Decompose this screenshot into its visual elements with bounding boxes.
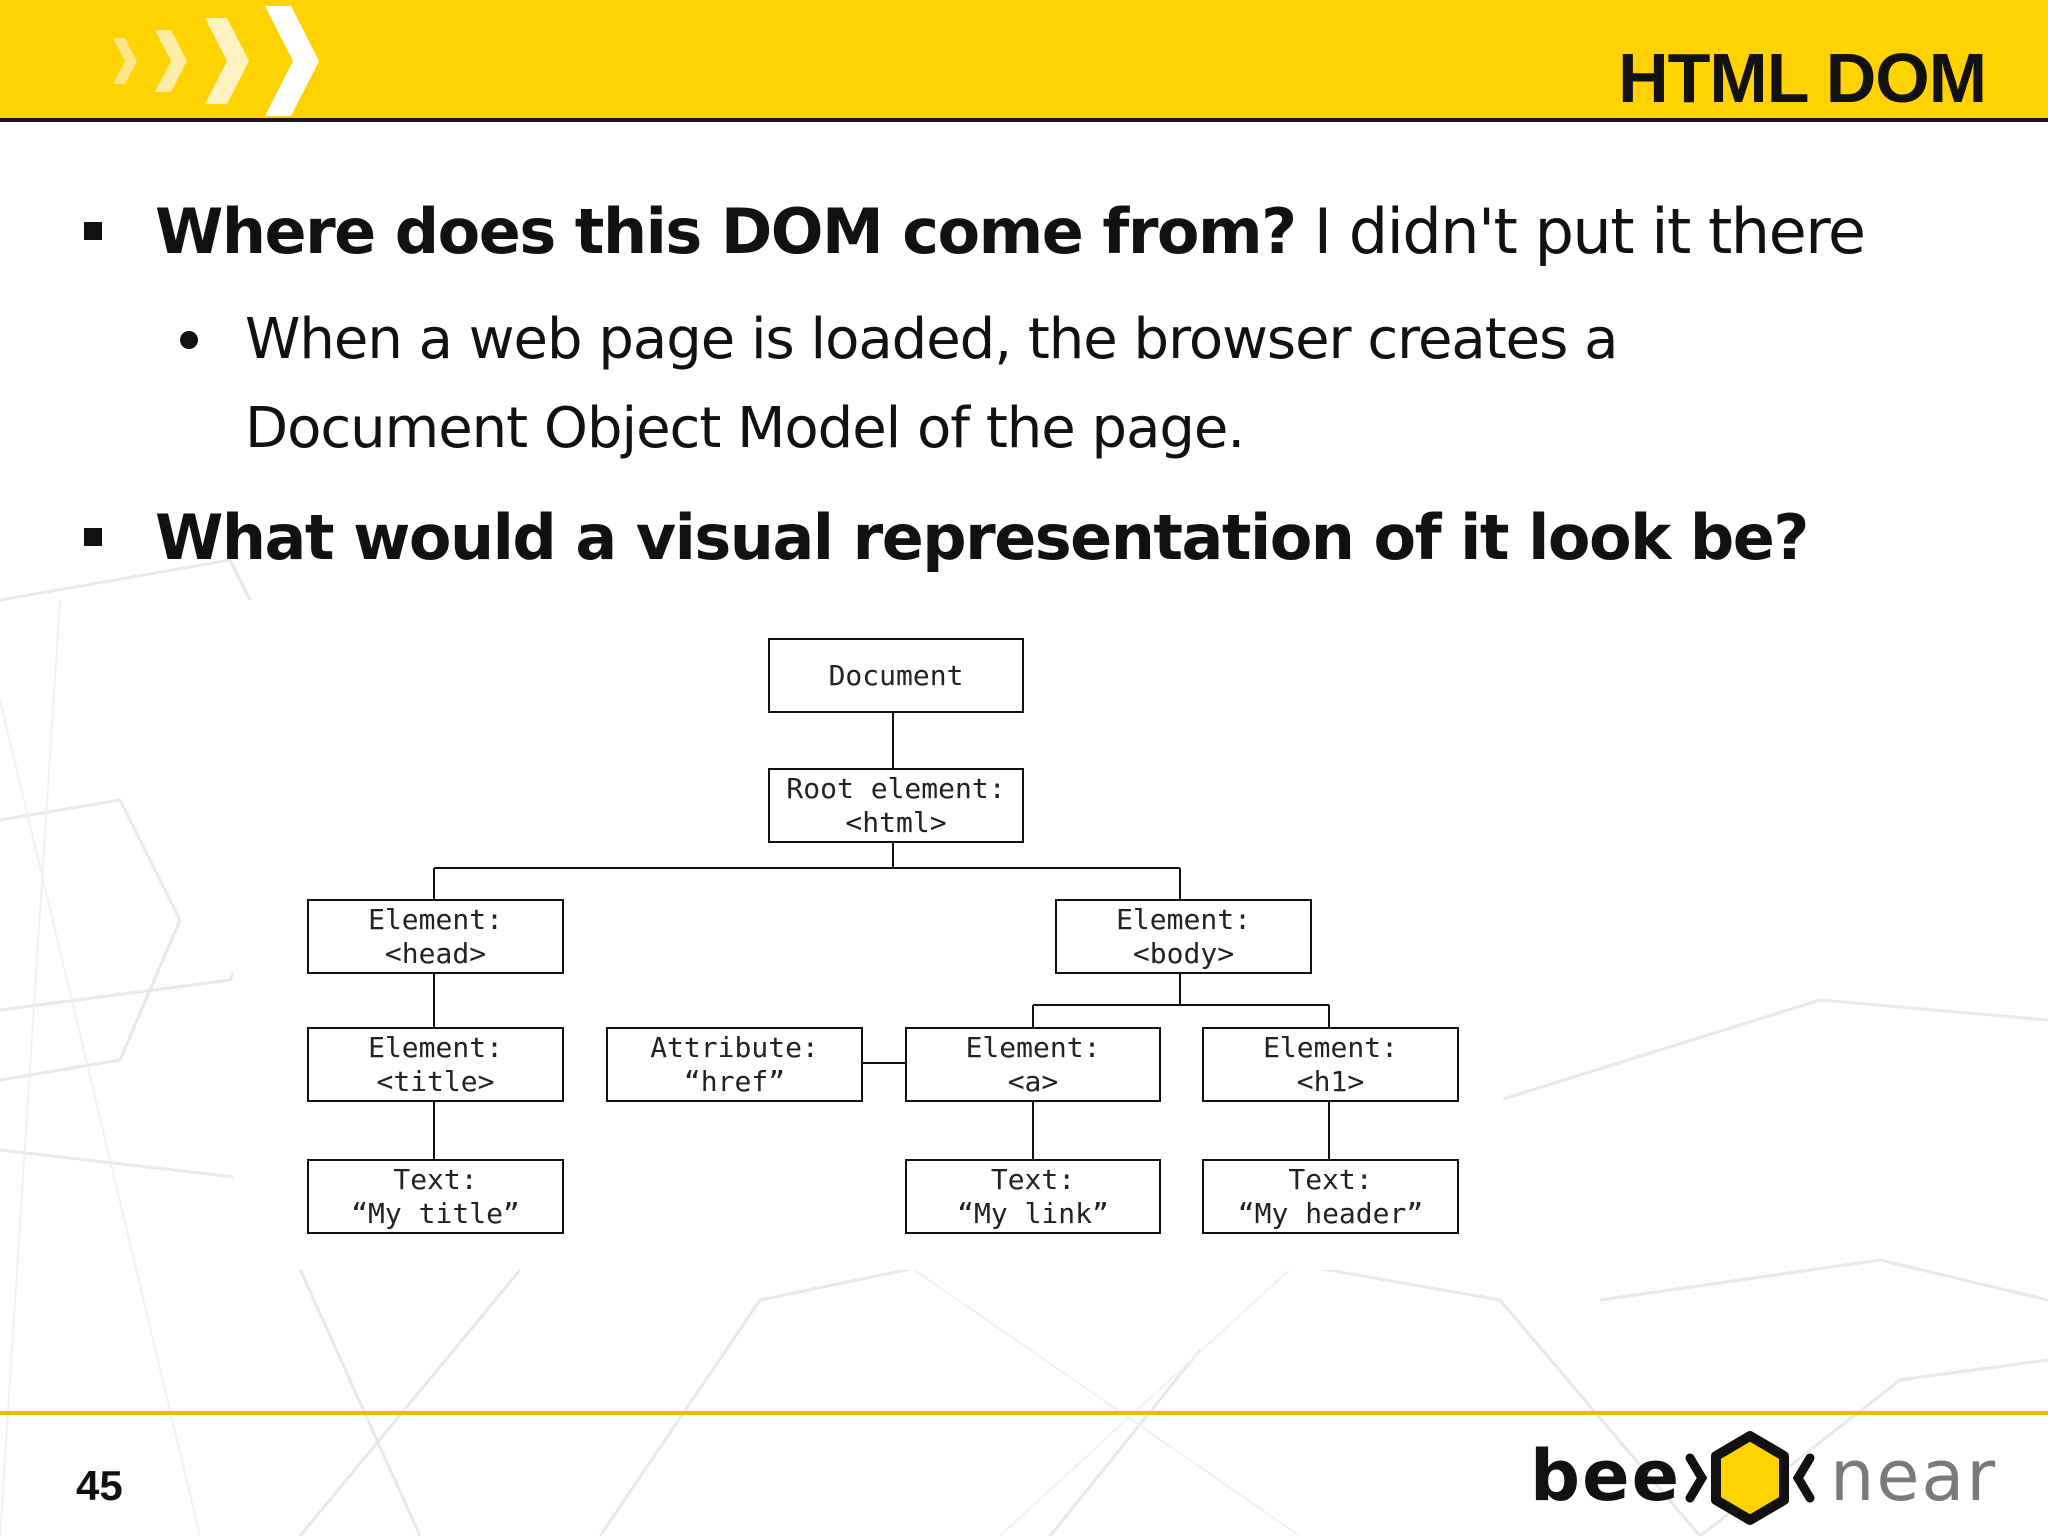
- node-attribute-value: “href”: [683, 1064, 786, 1098]
- node-root-tag: <html>: [845, 805, 947, 839]
- sub-bullet-line-1: When a web page is loaded, the browser c…: [245, 307, 1618, 372]
- node-text-title-value: “My title”: [351, 1196, 520, 1230]
- bullet-1: Where does this DOM come from? I didn't …: [155, 192, 1866, 272]
- node-text-header-value: “My header”: [1237, 1196, 1424, 1230]
- bullet-1-remark: I didn't put it there: [1295, 195, 1866, 268]
- slide-title: HTML DOM: [1618, 39, 1987, 117]
- bullet-2-question: What would a visual representation of it…: [155, 501, 1809, 574]
- node-head-type: Element:: [368, 902, 503, 936]
- node-root-type: Root element:: [786, 771, 1006, 805]
- node-h1-type: Element:: [1263, 1030, 1398, 1064]
- bullet-square-icon: [84, 222, 102, 240]
- node-a-type: Element:: [965, 1030, 1101, 1064]
- bullet-dot-icon: [180, 331, 198, 349]
- node-document: Document: [768, 638, 1024, 713]
- node-title-type: Element:: [368, 1030, 503, 1064]
- node-head-tag: <head>: [384, 936, 487, 970]
- footer-divider: [0, 1411, 2048, 1415]
- node-document-label: Document: [828, 658, 964, 692]
- node-attribute-type: Attribute:: [650, 1030, 819, 1064]
- title-bar: HTML DOM: [0, 0, 2048, 122]
- page-number: 45: [76, 1462, 123, 1509]
- node-title-tag: <title>: [376, 1064, 495, 1098]
- node-a: Element: <a>: [905, 1027, 1161, 1102]
- node-body-type: Element:: [1116, 902, 1251, 936]
- chevron-arrows-icon: [113, 6, 319, 116]
- bullet-1-question: Where does this DOM come from?: [155, 195, 1297, 268]
- node-h1: Element: <h1>: [1202, 1027, 1459, 1102]
- node-text-link-value: “My link”: [957, 1196, 1109, 1230]
- node-root-html: Root element: <html>: [768, 768, 1024, 843]
- beenear-logo: bee near: [1530, 1428, 1995, 1528]
- node-head: Element: <head>: [307, 899, 564, 974]
- logo-word-near: near: [1830, 1435, 1998, 1517]
- node-attribute-href: Attribute: “href”: [606, 1027, 863, 1102]
- bullet-square-icon: [84, 528, 102, 546]
- sub-bullet-line-2: Document Object Model of the page.: [245, 396, 1245, 461]
- node-text-link-type: Text:: [990, 1162, 1076, 1196]
- bullet-2: What would a visual representation of it…: [155, 498, 1809, 578]
- node-text-link: Text: “My link”: [905, 1159, 1161, 1234]
- node-a-tag: <a>: [1007, 1064, 1059, 1098]
- node-text-header: Text: “My header”: [1202, 1159, 1459, 1234]
- node-body: Element: <body>: [1055, 899, 1312, 974]
- node-text-title: Text: “My title”: [307, 1159, 564, 1234]
- hexagon-logo-icon: [1685, 1431, 1815, 1525]
- node-text-header-type: Text:: [1288, 1162, 1373, 1196]
- node-h1-tag: <h1>: [1296, 1064, 1365, 1098]
- node-body-tag: <body>: [1132, 936, 1235, 970]
- logo-word-bee: bee: [1530, 1435, 1682, 1517]
- node-text-title-type: Text:: [393, 1162, 478, 1196]
- node-title: Element: <title>: [307, 1027, 564, 1102]
